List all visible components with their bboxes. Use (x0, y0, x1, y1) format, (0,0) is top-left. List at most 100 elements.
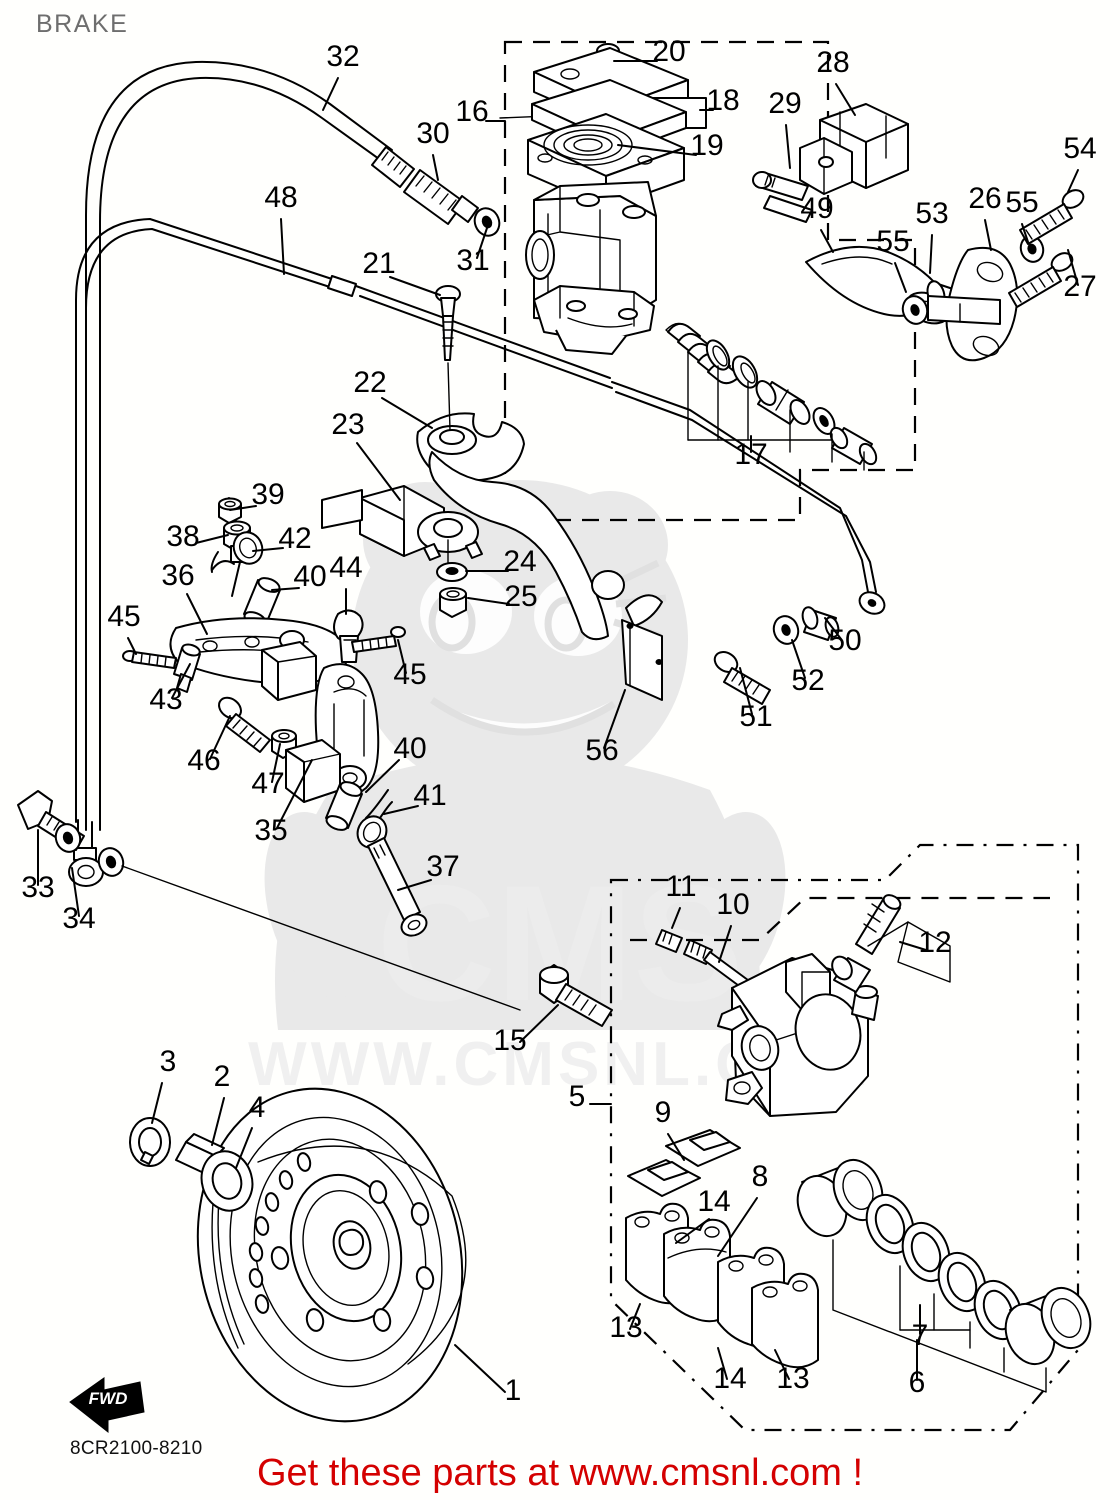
callout-40: 40 (365, 732, 427, 793)
callout-number-35: 35 (254, 814, 287, 847)
callout-number-55: 55 (1005, 186, 1038, 219)
promo-footer: Get these parts at www.cmsnl.com ! (256, 1452, 864, 1494)
callout-leader-4 (235, 1127, 253, 1169)
callout-50: 50 (824, 617, 862, 657)
callout-number-30: 30 (416, 117, 449, 150)
callout-number-45: 45 (107, 600, 140, 633)
callout-leader-55 (1021, 223, 1029, 243)
callout-12: 12 (899, 926, 952, 959)
part-24-washer (436, 562, 468, 582)
callout-number-6: 6 (909, 1366, 926, 1399)
fwd-arrow-label: FWD (89, 1389, 128, 1408)
callout-leader-45 (397, 639, 407, 674)
part-23-lever-perch (321, 485, 483, 573)
callout-number-12: 12 (918, 926, 951, 959)
callout-number-10: 10 (716, 888, 749, 921)
callout-leader-56 (603, 689, 626, 749)
callout-number-55: 55 (876, 225, 909, 258)
callout-leader-19 (617, 144, 697, 156)
part-14-pad-a (663, 1218, 731, 1323)
callout-number-20: 20 (652, 35, 685, 68)
callout-number-3: 3 (160, 1045, 177, 1078)
callout-leader-23 (356, 442, 401, 501)
part-11-plug (655, 929, 683, 953)
callout-number-25: 25 (504, 580, 537, 613)
caliper-body (717, 953, 879, 1117)
part-28-switch (799, 103, 909, 195)
callout-leader-12 (899, 941, 927, 951)
callout-leader-32 (322, 77, 339, 111)
callout-number-13: 13 (776, 1362, 809, 1395)
part-48-cable-outer (75, 218, 333, 823)
callout-20: 20 (613, 35, 686, 68)
callout-36: 36 (161, 559, 208, 635)
callout-leader-43 (171, 663, 191, 699)
part-17-piston-kit (665, 322, 878, 471)
callout-55: 55 (1005, 186, 1039, 243)
callout-number-5: 5 (569, 1080, 586, 1113)
callout-leader-13 (774, 1349, 790, 1380)
callout-number-47: 47 (251, 767, 284, 800)
callout-17: 17 (734, 435, 768, 471)
callout-number-33: 33 (21, 871, 54, 904)
callout-52: 52 (791, 639, 825, 697)
callout-32: 32 (322, 40, 360, 111)
callout-53: 53 (915, 197, 949, 274)
callout-number-9: 9 (655, 1096, 672, 1129)
callout-leader-48 (280, 218, 285, 275)
callout-number-22: 22 (353, 366, 386, 399)
callout-41: 41 (383, 779, 447, 815)
part-23-brake-lever (428, 451, 625, 641)
callout-11: 11 (665, 870, 697, 929)
part-26-bracket (927, 246, 1019, 362)
part-3-circlip (129, 1117, 171, 1167)
callout-43: 43 (149, 663, 191, 716)
callout-number-18: 18 (706, 84, 739, 117)
part-6-piston-upper (796, 1158, 884, 1238)
callout-5: 5 (569, 1080, 612, 1113)
callout-14: 14 (675, 1185, 731, 1244)
callout-leader-49 (820, 229, 834, 253)
part-45-pin-left (122, 650, 177, 669)
callout-leader-8 (717, 1197, 758, 1257)
callout-leader-34 (71, 867, 80, 917)
part-29-terminal (752, 171, 813, 223)
callout-44: 44 (329, 551, 363, 615)
page-title: BRAKE (36, 10, 129, 38)
callout-leader-54 (1067, 169, 1079, 193)
part-15-bolt (539, 964, 613, 1027)
part-40-bushing-lower (325, 781, 363, 831)
callout-number-41: 41 (413, 779, 446, 812)
callout-38: 38 (166, 520, 229, 553)
callout-number-49: 49 (800, 192, 833, 225)
callout-number-19: 19 (690, 129, 723, 162)
callout-35: 35 (254, 759, 313, 847)
callout-leader-30 (432, 154, 439, 181)
callout-26: 26 (968, 182, 1002, 251)
part-9-shim (627, 1129, 741, 1197)
callout-number-27: 27 (1063, 270, 1096, 303)
part-48-cable-inner (85, 228, 337, 827)
callout-number-31: 31 (456, 244, 489, 277)
callout-leader-45 (127, 637, 137, 655)
cable-end-fitting-right (858, 591, 886, 615)
callout-56: 56 (585, 689, 626, 767)
callout-leader-40 (365, 759, 400, 793)
callout-leader-39 (229, 505, 257, 511)
callout-number-56: 56 (585, 734, 618, 767)
callout-25: 25 (467, 580, 538, 613)
part-6-piston-lower (1004, 1286, 1092, 1366)
part-32-hose-outer (85, 60, 393, 831)
part-45-pin-right (351, 626, 406, 653)
callout-number-26: 26 (968, 182, 1001, 215)
callout-4: 4 (235, 1091, 265, 1169)
part-48-cable-run (355, 285, 613, 389)
callout-48: 48 (264, 181, 298, 275)
callout-1: 1 (454, 1344, 521, 1407)
callout-47: 47 (251, 743, 285, 800)
callout-number-32: 32 (326, 40, 359, 73)
part-32-fitting (371, 146, 415, 188)
part-30-union (403, 169, 479, 225)
callout-leader-25 (467, 597, 510, 605)
